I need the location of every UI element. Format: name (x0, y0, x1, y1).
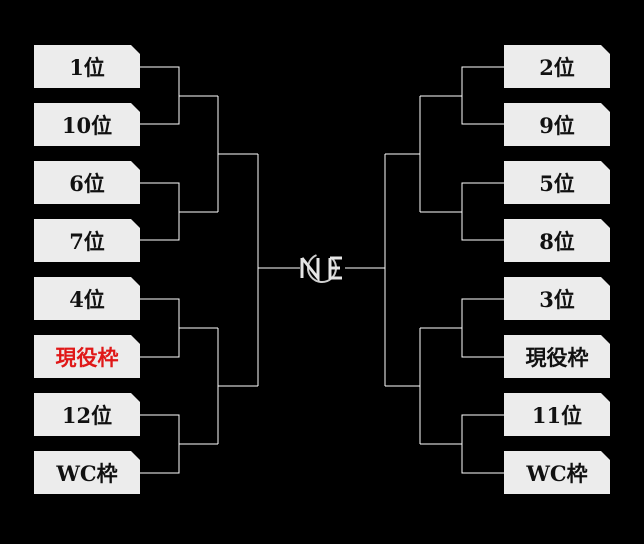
bracket-connector (385, 328, 421, 444)
seed-label: 7位 (69, 228, 105, 254)
right-seed-1: 2位 (504, 45, 610, 88)
right-seed-4: 8位 (504, 219, 610, 262)
bracket-connector (385, 96, 421, 212)
bracket-connector (420, 298, 504, 358)
seed-label: 6位 (69, 170, 105, 196)
seed-label: 10位 (61, 112, 113, 138)
right-seed-5: 3位 (504, 277, 610, 320)
right-seed-7: 11位 (504, 393, 610, 436)
seed-label: 9位 (539, 112, 575, 138)
left-seed-3: 6位 (34, 161, 140, 204)
seed-label: 2位 (539, 54, 575, 80)
bracket-connector (217, 328, 258, 444)
bracket-connector (420, 66, 504, 125)
nce-monogram-logo-icon (300, 253, 342, 283)
seed-label: 12位 (61, 402, 113, 428)
bracket-connector (140, 66, 218, 125)
seed-label: 4位 (69, 286, 105, 312)
seed-label: 11位 (531, 402, 583, 428)
seed-label: 現役枠 (55, 344, 119, 370)
bracket-connector (420, 414, 504, 474)
right-seed-2: 9位 (504, 103, 610, 146)
bracket-connector (345, 154, 386, 386)
bracket-connector (217, 96, 258, 212)
bracket-connector (140, 414, 218, 474)
right-seed-8: WC枠 (504, 451, 610, 494)
right-seed-3: 5位 (504, 161, 610, 204)
left-seed-5: 4位 (34, 277, 140, 320)
seed-label: 8位 (539, 228, 575, 254)
left-seed-2: 10位 (34, 103, 140, 146)
bracket-connector (140, 298, 218, 358)
seed-label: WC枠 (526, 460, 588, 486)
bracket-connector (420, 182, 504, 241)
seed-label: 3位 (539, 286, 575, 312)
seed-label: WC枠 (56, 460, 118, 486)
bracket-connector (257, 154, 300, 386)
seed-label: 1位 (69, 54, 105, 80)
left-seed-1: 1位 (34, 45, 140, 88)
left-seed-4: 7位 (34, 219, 140, 262)
bracket-connector (140, 182, 218, 241)
left-seed-8: WC枠 (34, 451, 140, 494)
left-seed-6: 現役枠 (34, 335, 140, 378)
right-seed-6: 現役枠 (504, 335, 610, 378)
left-seed-7: 12位 (34, 393, 140, 436)
seed-label: 現役枠 (525, 344, 589, 370)
seed-label: 5位 (539, 170, 575, 196)
